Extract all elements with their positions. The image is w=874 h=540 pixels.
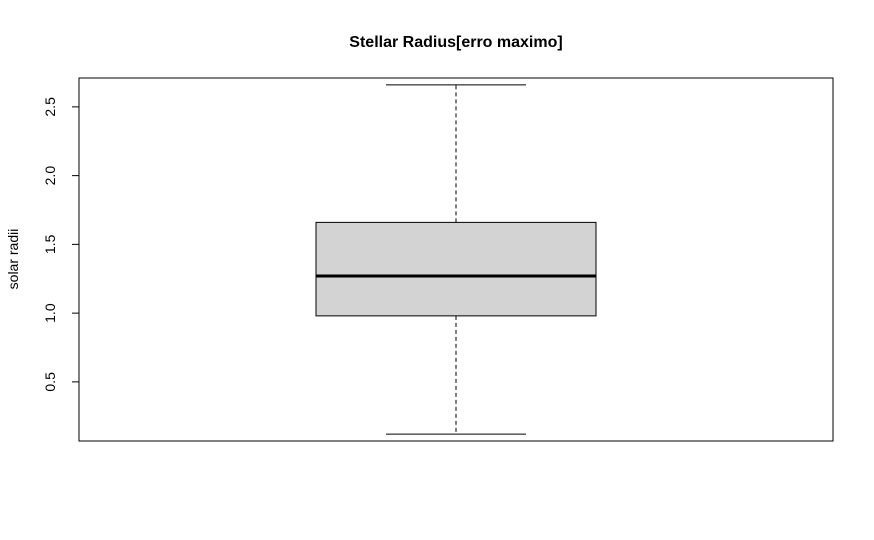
y-axis-label: solar radii — [5, 229, 21, 290]
y-tick-label: 1.0 — [42, 303, 58, 323]
y-tick-label: 0.5 — [42, 372, 58, 392]
y-tick-label: 2.5 — [42, 97, 58, 117]
chart-title: Stellar Radius[erro maximo] — [349, 34, 562, 51]
box-group — [315, 84, 597, 435]
y-axis: 0.5 1.0 1.5 2.0 2.5 — [42, 97, 80, 392]
iqr-box — [315, 221, 597, 317]
y-tick-label: 1.5 — [42, 234, 58, 254]
y-tick-label: 2.0 — [42, 166, 58, 186]
